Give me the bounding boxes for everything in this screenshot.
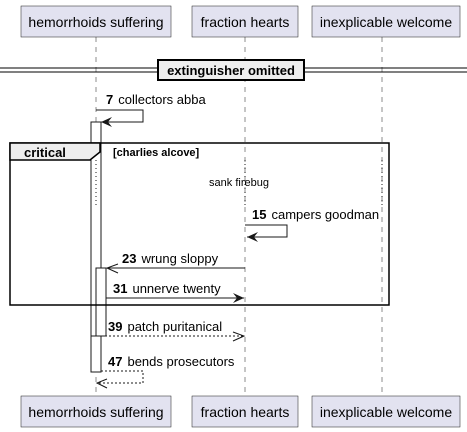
- message-text: collectors abba: [118, 92, 206, 107]
- activation-bar-inner: [95, 267, 107, 337]
- delay-label: sank firebug: [209, 177, 269, 189]
- participant-top-hemorrhoids-suffering[interactable]: hemorrhoids suffering: [20, 5, 172, 38]
- participant-label: inexplicable welcome: [320, 14, 453, 30]
- message-text: bends prosecutors: [127, 354, 234, 369]
- message-text: patch puritanical: [127, 319, 222, 334]
- message-7: 7 collectors abba: [96, 92, 206, 127]
- delay: sank firebug: [95, 160, 383, 205]
- fragment-guard: [charlies alcove]: [113, 147, 200, 159]
- activation-bar-tail: [90, 335, 102, 373]
- participant-label: fraction hearts: [201, 14, 290, 30]
- divider: extinguisher omitted: [0, 59, 467, 81]
- participant-bottom-hemorrhoids-suffering[interactable]: hemorrhoids suffering: [20, 395, 172, 428]
- message-text: campers goodman: [271, 207, 379, 222]
- message-text: unnerve twenty: [132, 281, 221, 296]
- participant-top-fraction-hearts[interactable]: fraction hearts: [191, 5, 299, 38]
- message-number: 7: [106, 92, 113, 107]
- divider-label: extinguisher omitted: [167, 63, 295, 78]
- participant-bottom-inexplicable-welcome[interactable]: inexplicable welcome: [311, 395, 461, 428]
- critical-fragment: critical [charlies alcove]: [9, 142, 390, 306]
- message-number: 23: [122, 251, 136, 266]
- message-47: 47 bends prosecutors: [95, 354, 235, 389]
- message-31: 31 unnerve twenty: [106, 281, 244, 303]
- participant-bottom-fraction-hearts[interactable]: fraction hearts: [191, 395, 299, 428]
- participant-top-inexplicable-welcome[interactable]: inexplicable welcome: [311, 5, 461, 38]
- message-number: 15: [252, 207, 266, 222]
- message-23: 23 wrung sloppy: [105, 251, 245, 274]
- participant-label: fraction hearts: [201, 404, 290, 420]
- participant-label: hemorrhoids suffering: [28, 404, 163, 420]
- message-15: 15 campers goodman: [245, 207, 379, 242]
- message-number: 47: [108, 354, 122, 369]
- message-number: 39: [108, 319, 122, 334]
- message-39: 39 patch puritanical: [101, 319, 246, 342]
- message-number: 31: [113, 281, 127, 296]
- message-text: wrung sloppy: [140, 251, 218, 266]
- participant-label: hemorrhoids suffering: [28, 14, 163, 30]
- participant-label: inexplicable welcome: [320, 404, 453, 420]
- fragment-operator: critical: [24, 145, 66, 160]
